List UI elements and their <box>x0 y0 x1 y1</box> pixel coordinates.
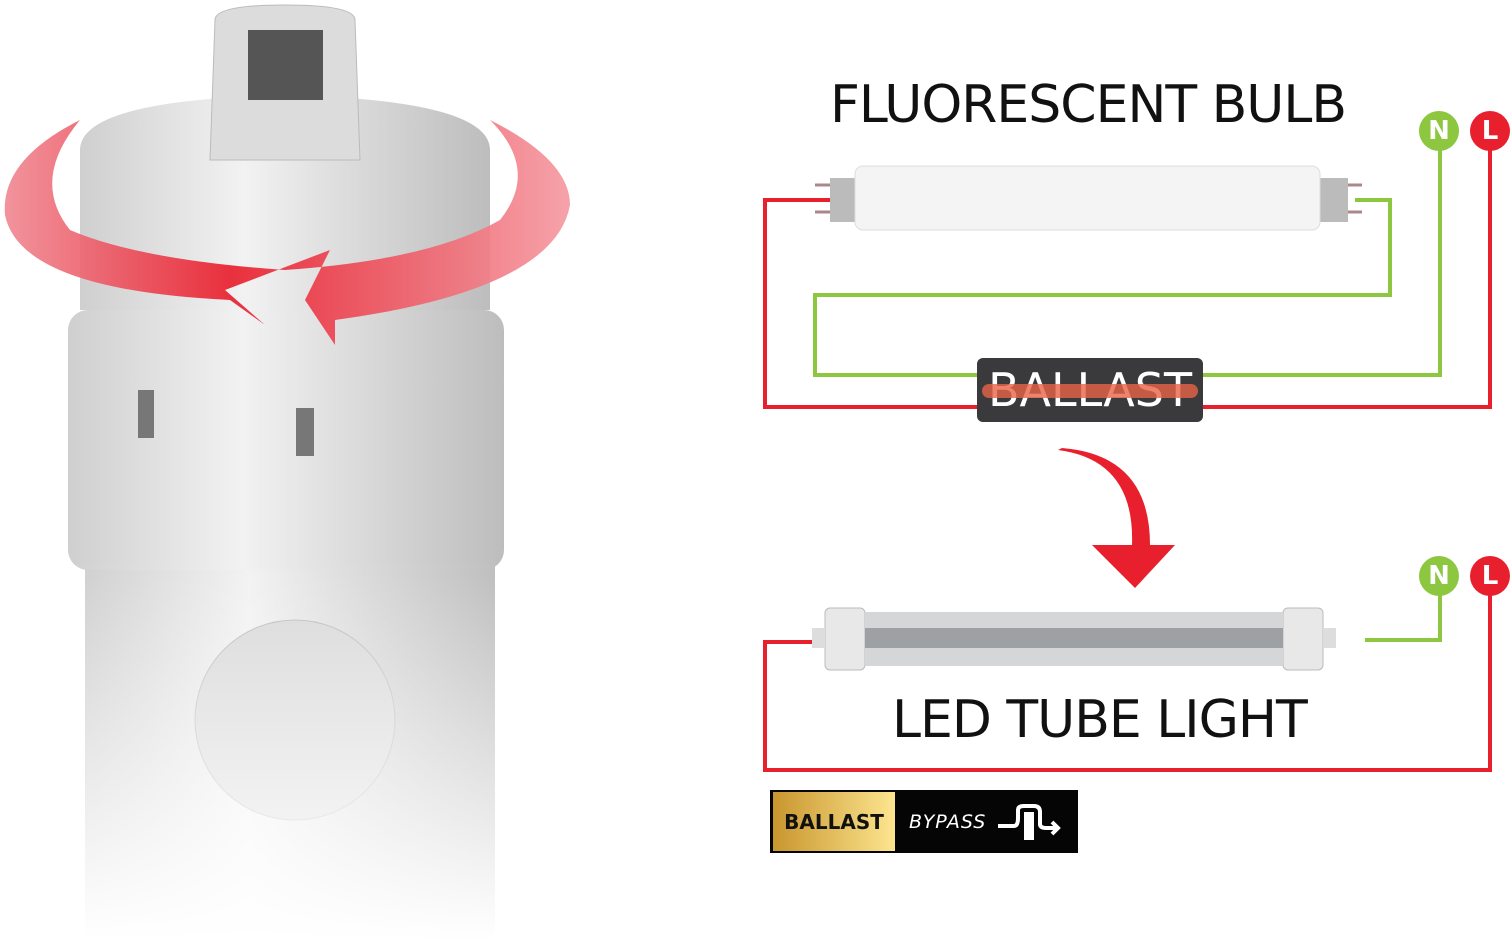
bypass-arrow-icon <box>998 803 1062 840</box>
badge-ballast: BALLAST <box>773 792 895 851</box>
neutral-terminal-top: N <box>1419 111 1459 151</box>
neutral-terminal-bottom: N <box>1419 556 1459 596</box>
strikethrough-bar <box>982 384 1198 398</box>
badge-bypass: BYPASS <box>909 810 987 833</box>
ballast-bypass-badge: BALLAST BYPASS <box>770 790 1078 853</box>
live-wire-top <box>763 150 1492 409</box>
lamp-end-cap-illustration <box>0 4 600 940</box>
led-tube-title: LED TUBE LIGHT <box>892 690 1308 750</box>
ballast-box: BALLAST <box>977 358 1203 422</box>
led-tube-icon <box>812 607 1336 671</box>
live-terminal-top: L <box>1470 111 1510 151</box>
neutral-wire-top <box>813 150 1442 377</box>
fluorescent-bulb-title: FLUORESCENT BULB <box>830 75 1347 135</box>
rotate-arrow-icon <box>4 120 571 345</box>
live-terminal-bottom: L <box>1470 556 1510 596</box>
live-wire-bottom <box>763 595 1492 772</box>
neutral-wire-bottom <box>1365 595 1442 642</box>
curved-down-arrow-icon <box>1058 448 1175 588</box>
fluorescent-tube-icon <box>815 165 1362 231</box>
